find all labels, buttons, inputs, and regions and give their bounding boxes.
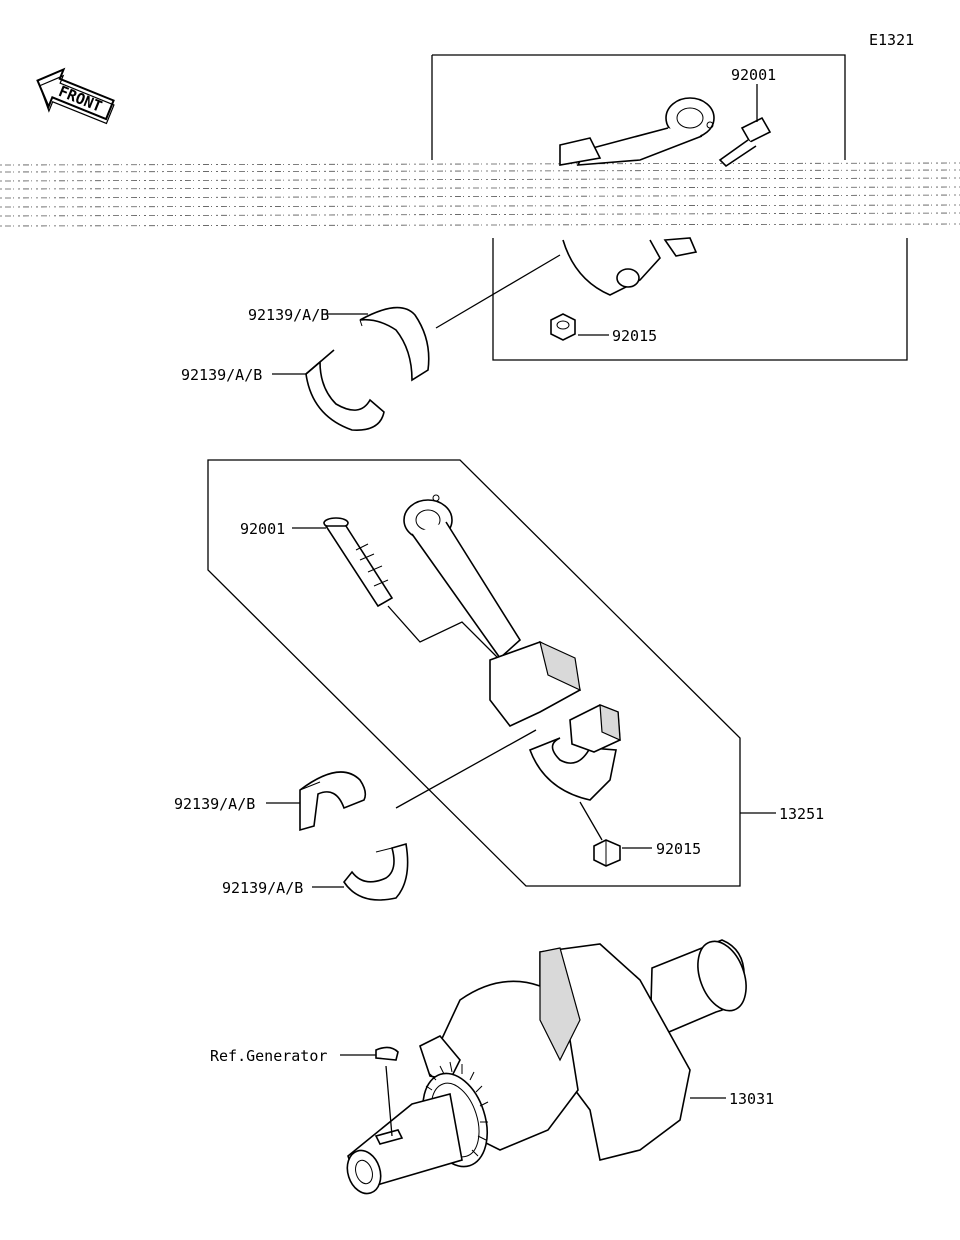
mid-nut-path <box>579 801 603 841</box>
mid-nut-label: 92015 <box>656 840 701 858</box>
crankshaft-icon <box>346 939 747 1195</box>
top-bearing-upper-label: 92139/A/B <box>248 306 329 324</box>
woodruff-key-icon <box>375 1046 399 1061</box>
top-bearing-lower-icon <box>305 349 385 431</box>
mid-bearing-upper-icon <box>299 771 367 832</box>
top-centre-line <box>435 254 561 329</box>
top-bearing-lower-label: 92139/A/B <box>181 366 262 384</box>
mid-bearing-lower-label: 92139/A/B <box>222 879 303 897</box>
front-arrow-icon: FRONT <box>36 67 115 125</box>
top-bearing-upper-icon <box>359 306 430 382</box>
mid-conrod-icon <box>403 494 581 727</box>
mid-bolt-icon <box>323 517 394 608</box>
mid-nut-icon <box>593 839 621 867</box>
top-cap-icon <box>562 237 698 296</box>
key-path <box>385 1065 393 1137</box>
scan-noise <box>0 162 960 227</box>
top-bolt-label: 92001 <box>731 66 776 84</box>
top-nut-icon <box>550 313 576 341</box>
top-conrod-icon <box>559 97 715 166</box>
mid-bolt-path <box>387 605 501 661</box>
top-nut-label: 92015 <box>612 327 657 345</box>
crankshaft-label: 13031 <box>729 1090 774 1108</box>
conrod-assy-group: 92001 92015 <box>174 459 824 901</box>
top-bolt-icon <box>718 116 772 168</box>
mid-bearing-upper-label: 92139/A/B <box>174 795 255 813</box>
top-group: 92001 92015 92139/A/B 92139/A/B <box>0 54 960 431</box>
conrod-assy-box <box>207 459 741 887</box>
diagram-id: E1321 <box>869 31 914 49</box>
mid-centre-line <box>395 729 537 809</box>
top-box-upper <box>432 54 846 160</box>
ref-generator-label: Ref.Generator <box>210 1047 327 1065</box>
crankshaft-group: Ref.Generator 13031 <box>210 939 774 1195</box>
mid-bolt-label: 92001 <box>240 520 285 538</box>
mid-bearing-lower-icon <box>343 842 409 901</box>
top-box-lower <box>492 238 908 361</box>
conrod-assy-label: 13251 <box>779 805 824 823</box>
mid-cap-icon <box>528 704 621 801</box>
